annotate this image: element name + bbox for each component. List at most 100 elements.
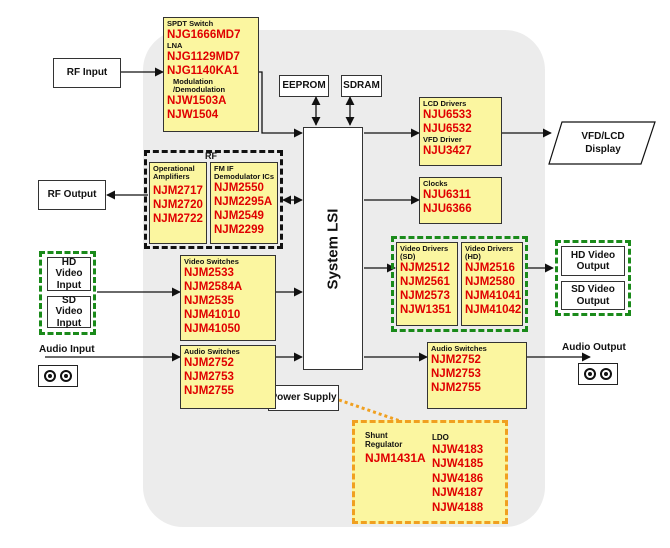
part-number: NJM41042 — [465, 303, 522, 316]
sdram-label: SDRAM — [343, 80, 380, 92]
rf-output-label: RF Output — [47, 189, 97, 201]
sd-video-output-box: SD Video Output — [561, 281, 625, 310]
vfd-driver-title: VFD Driver — [423, 134, 462, 144]
video-drivers-sd-title: Video Drivers (SD) — [400, 244, 449, 261]
wire-rf-to-lsi — [259, 71, 303, 138]
part-number: NJM2753 — [184, 370, 234, 383]
opamp-title: Operational Amplifiers — [153, 164, 195, 181]
ldo-parts: NJW4183 NJW4185 NJW4186 NJW4187 NJW4188 — [432, 443, 483, 515]
part-number: NJU6311 — [423, 188, 471, 201]
rf-output-box: RF Output — [38, 180, 106, 210]
part-number: NJM2584A — [184, 280, 243, 293]
part-number: NJW4183 — [432, 444, 484, 456]
vfd-display-label: VFD/LCD — [581, 131, 624, 142]
part-number: NJW4185 — [432, 458, 484, 471]
hd-video-input-label: HD Video Input — [55, 256, 83, 291]
rf-group-label: RF — [205, 151, 217, 161]
lcd-drivers-block: LCD Drivers NJU6533 NJU6532 VFD Driver N… — [419, 97, 502, 166]
fmif-title: FM IF Demodulator ICs — [214, 164, 275, 181]
audio-output-label: Audio Output — [562, 342, 626, 353]
part-number: NJM2717 — [153, 184, 203, 197]
rca-jack-icon — [60, 370, 73, 382]
part-number: NJM2573 — [400, 289, 450, 302]
part-number: NJM2295A — [214, 195, 273, 208]
audio-switches-title: Audio Switches — [431, 344, 487, 353]
part-number: NJM2755 — [431, 381, 481, 394]
lcd-drivers-title: LCD Drivers — [423, 99, 467, 108]
part-number: NJU6366 — [423, 202, 472, 215]
hd-video-input-box: HD Video Input — [47, 257, 91, 291]
part-number: NJM2752 — [431, 353, 481, 366]
part-number: NJM41050 — [184, 322, 241, 335]
power-group — [352, 420, 508, 524]
video-output-group — [555, 240, 631, 316]
power-supply-label: Power Supply — [270, 392, 337, 404]
sd-video-input-box: SD Video Input — [47, 294, 91, 329]
part-number: NJU6532 — [423, 122, 472, 135]
audio-switches-in-block: Audio Switches NJM2752 NJM2753 NJM2755 — [180, 345, 276, 409]
part-number: NJM41041 — [465, 289, 522, 302]
part-number: NJW1503A — [167, 94, 227, 107]
part-number: NJM2299 — [214, 223, 264, 236]
wire-power-dotted — [338, 398, 404, 424]
part-number: NJM2753 — [431, 367, 481, 380]
sd-video-input-label: SD Video Input — [55, 294, 83, 329]
ldo-title: LDO — [432, 433, 449, 442]
clocks-title: Clocks — [423, 179, 448, 188]
part-number: NJU3427 — [423, 144, 472, 157]
part-number: NJM2720 — [153, 198, 203, 211]
vfd-display-shape: VFD/LCD Display — [548, 121, 656, 165]
part-number: NJG1140KA1 — [167, 64, 239, 77]
clocks-block: Clocks NJU6311 NJU6366 — [419, 177, 502, 224]
hd-video-output-box: HD Video Output — [561, 246, 625, 276]
video-switches-title: Video Switches — [184, 257, 239, 266]
part-number: NJM2516 — [465, 261, 515, 274]
svg-text:Display: Display — [585, 144, 621, 155]
power-supply-box: Power Supply — [268, 385, 339, 411]
system-lsi: System LSI — [303, 127, 363, 370]
eeprom-box: EEPROM — [279, 75, 329, 97]
part-number: NJW4188 — [432, 501, 484, 514]
part-number: NJM2533 — [184, 266, 234, 279]
video-drivers-hd-block: Video Drivers (HD) NJM2516 NJM2580 NJM41… — [461, 242, 523, 326]
system-lsi-label: System LSI — [324, 208, 342, 289]
shunt-regulator-title: Shunt Regulator — [365, 431, 403, 449]
part-number: NJM1431A — [365, 451, 426, 465]
fmif-block: FM IF Demodulator ICs NJM2550 NJM2295A N… — [210, 162, 278, 244]
part-number: NJG1129MD7 — [167, 50, 240, 63]
video-drivers-hd-title: Video Drivers (HD) — [465, 244, 514, 261]
lna-title: LNA — [167, 40, 183, 50]
part-number: NJM2549 — [214, 209, 264, 222]
spdt-title: SPDT Switch — [167, 19, 214, 28]
video-input-group — [39, 251, 96, 335]
rca-jack-icon — [43, 370, 56, 382]
sd-video-output-label: SD Video Output — [571, 284, 615, 307]
audio-switches-out-block: Audio Switches NJM2752 NJM2753 NJM2755 — [427, 342, 527, 409]
part-number: NJM2535 — [184, 294, 234, 307]
video-drivers-group — [391, 236, 528, 332]
audio-input-label: Audio Input — [39, 344, 95, 355]
video-switches-block: Video Switches NJM2533 NJM2584A NJM2535 … — [180, 255, 276, 341]
rf-input-label: RF Input — [66, 67, 108, 79]
part-number: NJG1666MD7 — [167, 28, 241, 41]
eeprom-label: EEPROM — [282, 80, 326, 92]
hd-video-output-label: HD Video Output — [570, 249, 616, 273]
part-number: NJM2580 — [465, 275, 515, 288]
rf-input-box: RF Input — [53, 58, 121, 88]
mod-title: Modulation /Demodulation — [173, 76, 226, 94]
part-number: NJM2752 — [184, 356, 234, 369]
part-number: NJW4186 — [432, 472, 484, 485]
rf-group — [144, 150, 283, 249]
rf-frontend-block: SPDT Switch NJG1666MD7 LNA NJG1129MD7 NJ… — [163, 17, 259, 132]
sdram-box: SDRAM — [341, 75, 382, 97]
opamp-block: Operational Amplifiers NJM2717 NJM2720 N… — [149, 162, 207, 244]
rca-jack-icon — [600, 368, 613, 380]
part-number: NJM2550 — [214, 181, 264, 194]
part-number: NJW4187 — [432, 487, 484, 500]
part-number: NJM2722 — [153, 212, 203, 225]
part-number: NJM2755 — [184, 384, 234, 397]
audio-input-jack — [38, 365, 78, 387]
audio-output-jack — [578, 363, 618, 385]
audio-switches-title: Audio Switches — [184, 347, 240, 356]
